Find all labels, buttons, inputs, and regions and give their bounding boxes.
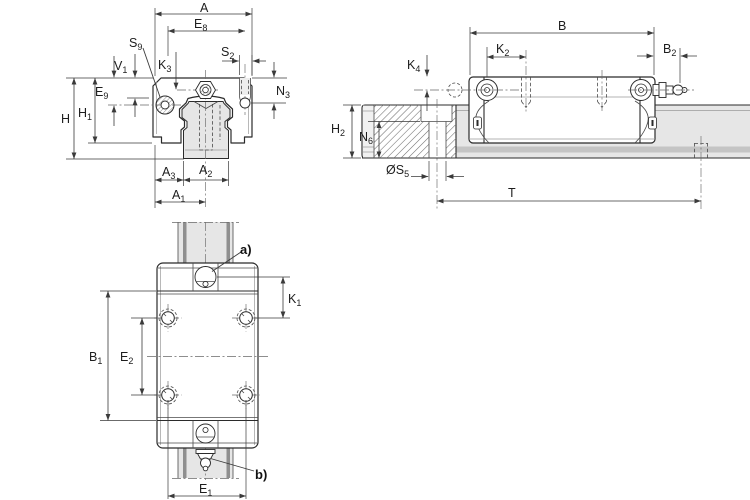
dim-label-A: A [200, 1, 209, 15]
dim-label-K1: K1 [288, 292, 301, 308]
side-dimensions: B K2 B2 K4 H2 N6 ØS5 T [331, 19, 702, 204]
dim-label-N6: N6 [359, 130, 373, 146]
funnel-port-bottom [195, 423, 216, 444]
carriage-body-section [152, 77, 253, 144]
funnel-lube-port [194, 81, 217, 99]
funnel-port-top [194, 266, 217, 288]
rail-cross-section [361, 99, 457, 209]
dim-label-B: B [558, 19, 566, 33]
dim-label-T: T [508, 186, 516, 200]
mounting-hole [154, 381, 182, 409]
front-dimensions: A E8 S9 V1 K3 S2 N3 E9 H1 H A3 A2 A1 [61, 1, 290, 208]
dim-label-N3: N3 [276, 84, 290, 100]
dim-label-E8: E8 [194, 17, 207, 33]
dim-label-A2: A2 [199, 163, 212, 179]
dim-label-A3: A3 [162, 165, 175, 181]
plan-view: a) b) B1 E2 K1 E1 [89, 222, 301, 499]
mounting-hole [232, 304, 260, 332]
top-thread-holes-hidden [521, 50, 607, 112]
callout-b-label: b) [255, 467, 267, 482]
side-lube-port [155, 95, 175, 115]
dim-label-H1: H1 [78, 106, 92, 122]
carriage-plan [147, 262, 268, 472]
end-cap-plate-right [648, 116, 657, 130]
dim-label-E1: E1 [199, 482, 212, 498]
grease-nipple-plan [195, 449, 216, 472]
callout-a-label: a) [240, 242, 252, 257]
rail-top-vee [193, 101, 219, 109]
dim-label-A1: A1 [172, 188, 185, 204]
dim-label-B1: B1 [89, 350, 102, 366]
dim-label-S9: S9 [129, 36, 142, 52]
dim-label-E9: E9 [95, 85, 108, 101]
dim-label-K3: K3 [158, 58, 171, 74]
dim-label-S2: S2 [221, 45, 234, 61]
callout-a-leader [211, 251, 242, 272]
carriage-side [414, 50, 694, 144]
callout-b-leader [210, 458, 255, 472]
grease-channel-slot [239, 78, 251, 109]
side-view: B K2 B2 K4 H2 N6 ØS5 T [331, 19, 750, 209]
mounting-hole [154, 304, 182, 332]
dim-label-K2: K2 [496, 42, 509, 58]
front-view: A E8 S9 V1 K3 S2 N3 E9 H1 H A3 A2 A1 [61, 1, 290, 208]
dim-label-B2: B2 [663, 42, 676, 58]
rail-profile [181, 101, 231, 159]
dim-label-S5: ØS5 [386, 163, 409, 179]
dim-label-K4: K4 [407, 58, 420, 74]
dim-label-E2: E2 [120, 350, 133, 366]
plan-dimensions: B1 E2 K1 E1 [89, 276, 301, 499]
end-cap-plate-left [473, 116, 482, 130]
dim-label-H2: H2 [331, 122, 345, 138]
dim-label-H: H [61, 112, 70, 126]
dim-label-V1: V1 [114, 59, 127, 75]
